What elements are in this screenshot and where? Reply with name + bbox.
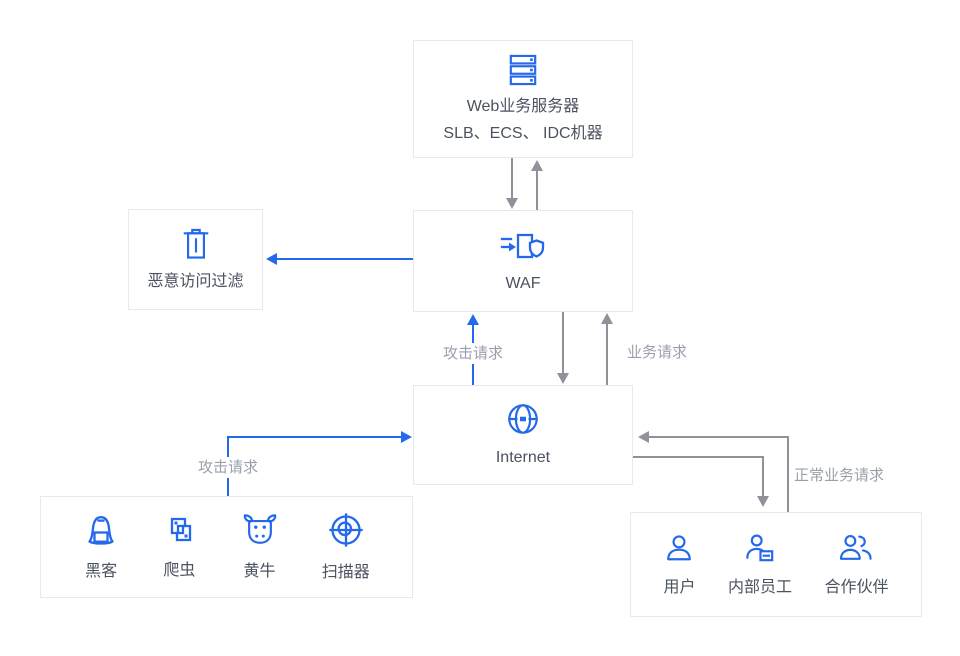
user-item-employee: 内部员工 — [728, 533, 792, 597]
hacker-icon — [88, 516, 114, 545]
employee-badge-icon — [746, 534, 774, 561]
node-attack-sources: 黑客 爬虫 黄牛 — [40, 496, 413, 598]
node-normal-users: 用户 内部员工 合作伙伴 — [630, 512, 922, 617]
edge-label-attack-request-sources: 攻击请求 — [192, 457, 264, 478]
waf-title: WAF — [505, 275, 541, 292]
attacker-item-scanner: 扫描器 — [322, 512, 370, 582]
trash-icon — [183, 228, 208, 259]
node-internet: Internet — [413, 385, 633, 485]
partners-icon — [840, 534, 873, 560]
edge-label-attack-request-waf: 攻击请求 — [437, 343, 509, 364]
attacker-item-hacker: 黑客 — [83, 513, 119, 581]
node-web-server: Web业务服务器 SLB、ECS、 IDC机器 — [413, 40, 633, 158]
attacker-label: 黄牛 — [243, 563, 276, 580]
edge-label-normal-business-request: 正常业务请求 — [794, 467, 885, 484]
user-label: 用户 — [663, 578, 696, 596]
user-label: 内部员工 — [727, 578, 792, 596]
user-item-user: 用户 — [663, 533, 696, 597]
user-label: 合作伙伴 — [824, 578, 889, 596]
arrow-waf-to-filter — [266, 253, 413, 265]
scanner-icon — [329, 513, 363, 547]
attacker-item-scalper: 黄牛 — [240, 513, 280, 581]
crawler-icon — [171, 517, 192, 542]
malicious-filter-title: 恶意访问过滤 — [147, 272, 244, 290]
attacker-label: 爬虫 — [163, 562, 196, 579]
edge-label-business-request: 业务请求 — [627, 344, 688, 361]
arrow-internet-to-waf-business — [601, 313, 613, 385]
waf-gateway-shield-icon — [500, 233, 545, 259]
web-server-subtitle: SLB、ECS、 IDC机器 — [443, 125, 603, 142]
arrow-webserver-to-waf — [506, 158, 518, 209]
attacker-item-crawler: 爬虫 — [161, 514, 197, 580]
arrow-users-to-internet — [638, 431, 789, 512]
web-server-title: Web业务服务器 — [466, 98, 580, 115]
arrow-waf-to-internet — [557, 312, 569, 384]
arrow-internet-to-users — [633, 456, 769, 507]
user-item-partner: 合作伙伴 — [824, 533, 889, 597]
attacker-label: 扫描器 — [321, 564, 370, 581]
globe-icon — [508, 404, 538, 434]
user-icon — [667, 534, 692, 560]
bull-icon — [243, 514, 276, 544]
arrow-waf-to-webserver — [531, 160, 543, 210]
internet-title: Internet — [495, 449, 551, 466]
node-waf: WAF — [413, 210, 633, 312]
node-malicious-filter: 恶意访问过滤 — [128, 209, 263, 310]
server-stack-icon — [509, 54, 537, 86]
attacker-label: 黑客 — [85, 563, 118, 580]
